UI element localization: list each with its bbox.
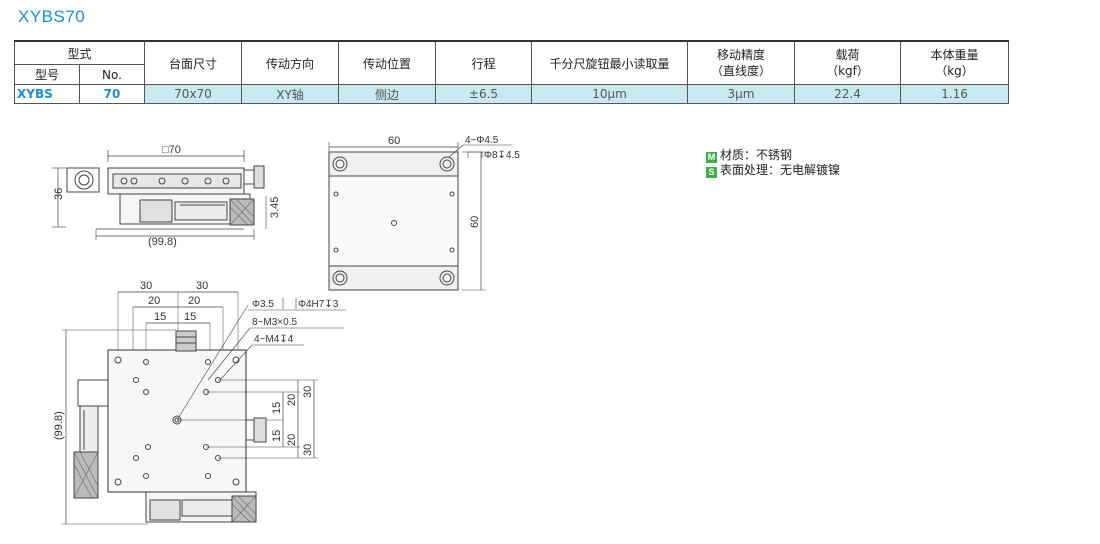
- material-text: 材质：不锈钢: [720, 148, 793, 162]
- plan-right-30a: 30: [302, 386, 314, 398]
- header-weight: 本体重量 （kg）: [900, 40, 1009, 85]
- weight-label: 本体重量: [930, 48, 979, 62]
- front-view: □70 36 3.45 (99.8): [52, 144, 281, 248]
- load-sub: （kgf）: [826, 64, 869, 78]
- header-type: 型式: [14, 40, 145, 65]
- weight-sub: （kg）: [935, 64, 974, 78]
- front-width-dim: (99.8): [148, 236, 177, 248]
- cell-load: 22.4: [794, 84, 901, 104]
- front-height-dim: 36: [53, 188, 65, 200]
- material-badge-icon: M: [706, 152, 717, 163]
- plan-right-30b: 30: [302, 444, 314, 456]
- plan-note-m3: 8−M3×0.5: [252, 317, 297, 328]
- header-drive-position: 传动位置: [338, 40, 436, 85]
- plan-dim-20a: 20: [148, 295, 160, 307]
- front-top-dim: □70: [162, 144, 181, 156]
- accuracy-label: 移动精度: [716, 48, 765, 62]
- side-hole-note: 4−Φ4.5: [465, 135, 499, 146]
- side-top-dim: 60: [388, 135, 400, 147]
- cell-weight: 1.16: [900, 84, 1009, 104]
- cell-drive-position: 侧边: [338, 84, 436, 104]
- cell-accuracy: 3μm: [687, 84, 795, 104]
- page-title: XYBS70: [18, 7, 86, 26]
- header-drive-direction: 传动方向: [241, 40, 339, 85]
- surface-text: 表面处理：无电解镀镍: [720, 163, 841, 177]
- load-label: 载荷: [835, 48, 860, 62]
- header-stroke: 行程: [435, 40, 532, 85]
- plan-right-20a: 20: [286, 394, 298, 406]
- plan-left-dim: (99.8): [53, 411, 65, 440]
- cell-micrometer: 10μm: [531, 84, 688, 104]
- front-345-dim: 3.45: [269, 197, 281, 218]
- header-micrometer: 千分尺旋钮最小读取量: [531, 40, 688, 85]
- plan-right-15b: 15: [271, 430, 283, 442]
- cell-stroke: ±6.5: [435, 84, 532, 104]
- plan-dim-15b: 15: [184, 311, 196, 323]
- cell-no: 70: [79, 84, 145, 104]
- header-accuracy: 移动精度 （直线度）: [687, 40, 795, 85]
- header-table-size: 台面尺寸: [144, 40, 242, 85]
- cell-drive-direction: XY轴: [241, 84, 339, 104]
- plan-dim-15a: 15: [154, 311, 166, 323]
- plan-right-20b: 20: [286, 434, 298, 446]
- cell-table-size: 70x70: [144, 84, 242, 104]
- plan-right-15a: 15: [271, 402, 283, 414]
- accuracy-sub: （直线度）: [710, 64, 771, 78]
- surface-badge-icon: S: [706, 167, 717, 178]
- spec-table: 型式 台面尺寸 传动方向 传动位置 行程 千分尺旋钮最小读取量 移动精度 （直线…: [14, 40, 1009, 104]
- header-no: No.: [79, 64, 145, 85]
- plan-dim-30a: 30: [140, 280, 152, 292]
- side-right-dim: 60: [469, 216, 481, 228]
- plan-view: 30 30 20 20 15 15 Φ3.5 Φ4H7↧3: [53, 280, 346, 525]
- plan-dim-30b: 30: [196, 280, 208, 292]
- cell-model: XYBS: [14, 84, 80, 104]
- plan-dim-20b: 20: [188, 295, 200, 307]
- side-view: 60 4−Φ4.5 Φ8↧4.5 60: [328, 135, 520, 291]
- header-load: 载荷 （kgf）: [794, 40, 901, 85]
- side-counterbore-note: Φ8↧4.5: [484, 150, 520, 161]
- plan-note-m4: 4−M4↧4: [254, 334, 294, 345]
- plan-note-dowel: Φ3.5: [252, 299, 274, 310]
- plan-note-dowel-b: Φ4H7↧3: [298, 299, 339, 310]
